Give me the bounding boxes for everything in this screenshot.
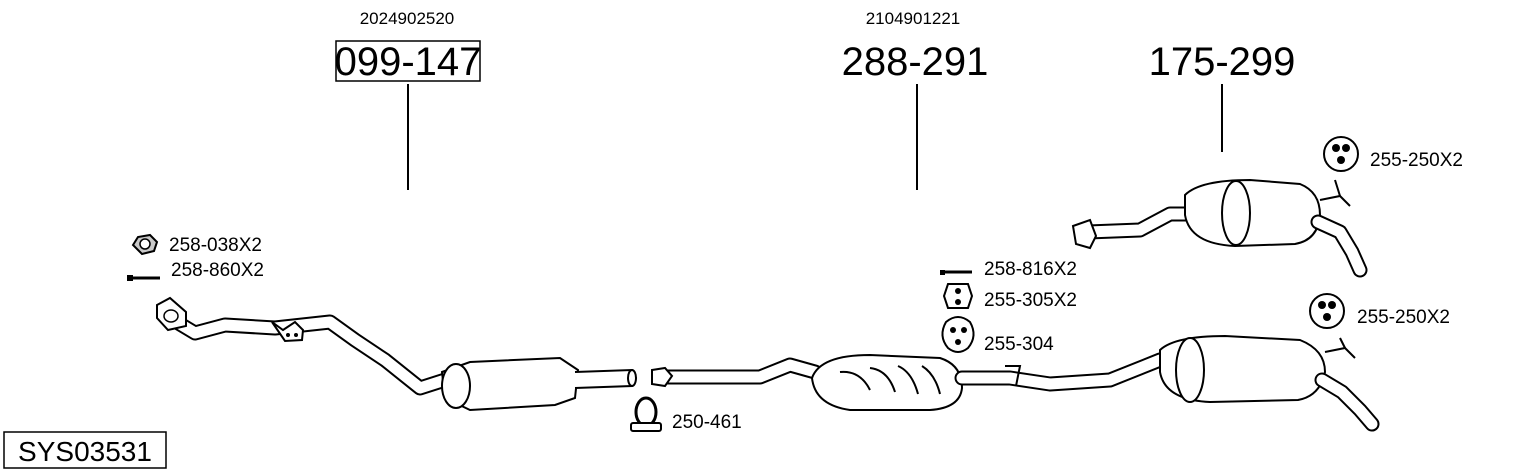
center-silencer-assembly[interactable]	[651, 353, 964, 411]
clamp-icon	[630, 396, 662, 432]
rubber-mount-mid-icon	[942, 283, 974, 309]
hanger-mid-icon	[941, 316, 975, 353]
middle-ref-number: 2104901221	[866, 9, 961, 28]
rear-silencer-upper-assembly[interactable]	[1071, 178, 1368, 278]
front-pipe-part-number[interactable]: 099-147	[335, 40, 482, 84]
bolt-front-label: 258-860X2	[171, 260, 264, 281]
hanger-mid-label: 255-304	[984, 334, 1054, 355]
rear-silencer-part-number[interactable]: 175-299	[1149, 40, 1296, 84]
nut-label: 258-038X2	[169, 235, 262, 256]
rubber-mount-lower-label: 255-250X2	[1357, 307, 1450, 328]
front-pipe-assembly[interactable]	[156, 296, 638, 412]
nut-icon	[131, 233, 159, 256]
rubber-mount-lower-icon	[1309, 293, 1345, 329]
front-ref-number: 2024902520	[360, 9, 455, 28]
clamp-label: 250-461	[672, 412, 742, 433]
system-code[interactable]: SYS03531	[18, 436, 152, 467]
rear-silencer-lower-assembly[interactable]	[954, 334, 1380, 432]
bolt-mid-label: 258-816X2	[984, 259, 1077, 280]
system-code-box	[3, 431, 167, 469]
rubber-mount-upper-label: 255-250X2	[1370, 150, 1463, 171]
bolt-mid-icon	[940, 270, 972, 275]
front-pipe-part-box	[335, 40, 481, 82]
center-silencer-part-number[interactable]: 288-291	[842, 40, 989, 84]
rubber-mount-upper-icon	[1323, 136, 1359, 172]
rubber-mount-mid-label: 255-305X2	[984, 290, 1077, 311]
bolt-icon	[127, 275, 160, 281]
